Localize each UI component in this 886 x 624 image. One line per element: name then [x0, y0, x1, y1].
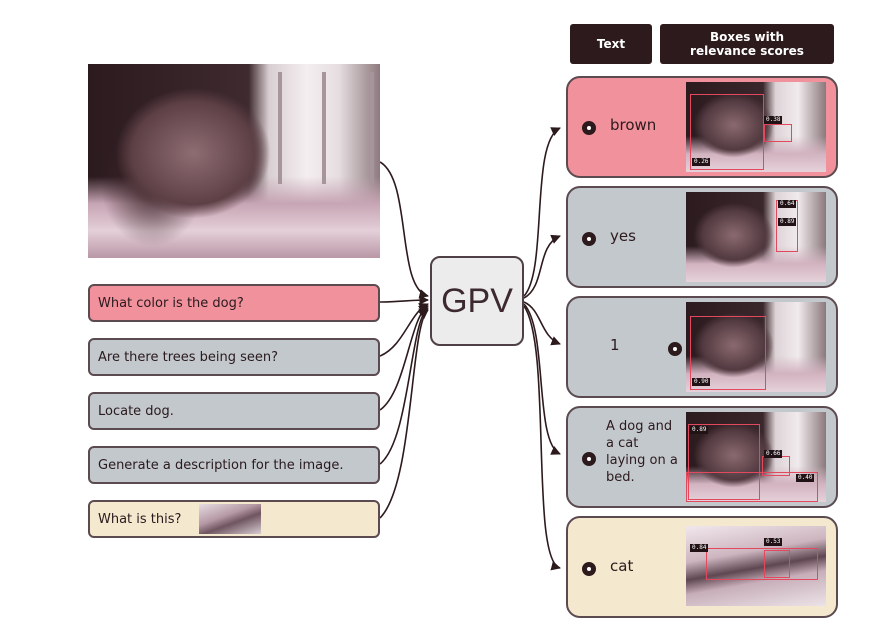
- bullet-icon: [582, 452, 596, 466]
- bullet-icon: [582, 562, 596, 576]
- answer-text: cat: [610, 557, 634, 575]
- relevance-score: 0.90: [692, 378, 711, 386]
- window-frame: [278, 72, 374, 184]
- question-text: What is this?: [98, 511, 182, 527]
- relevance-score: 0.26: [692, 158, 711, 166]
- header-text: Text: [570, 24, 652, 64]
- bullet-icon: [582, 121, 596, 135]
- output-card: A dog and a cat laying on a bed. 0.89 0.…: [566, 406, 838, 508]
- question-box: What color is the dog?: [88, 284, 380, 322]
- question-image-thumbnail: [199, 504, 262, 534]
- answer-image: 0.38 0.26: [686, 82, 826, 172]
- answer-text: brown: [610, 116, 657, 134]
- bullet-icon: [582, 232, 596, 246]
- arrow-q5-to-gpv: [379, 309, 429, 519]
- output-card: cat 0.84 0.53: [566, 516, 838, 618]
- bounding-box: [690, 94, 764, 170]
- relevance-score: 0.89: [778, 218, 797, 226]
- bullet-icon: [668, 342, 682, 356]
- answer-image: 0.64 0.89: [686, 192, 826, 282]
- question-box: What is this?: [88, 500, 380, 538]
- bounding-box: [688, 424, 760, 500]
- answer-image: 0.90: [686, 302, 826, 392]
- output-card: brown 0.38 0.26: [566, 76, 838, 178]
- arrow-gpv-to-out2: [523, 234, 561, 299]
- relevance-score: 0.38: [764, 116, 783, 124]
- bounding-box: [690, 316, 766, 390]
- arrow-gpv-to-out4: [523, 303, 561, 455]
- question-box: Generate a description for the image.: [88, 446, 380, 484]
- relevance-score: 0.89: [690, 426, 709, 434]
- header-boxes-label: Boxes with relevance scores: [690, 30, 804, 58]
- header-boxes: Boxes with relevance scores: [660, 24, 834, 64]
- gpv-model-node: GPV: [430, 256, 524, 346]
- question-box: Are there trees being seen?: [88, 338, 380, 376]
- header-text-label: Text: [596, 37, 626, 51]
- gpv-label: GPV: [441, 281, 513, 320]
- arrow-q3-to-gpv: [379, 305, 429, 411]
- arrow-image-to-gpv: [379, 161, 429, 299]
- arrow-gpv-to-out3: [523, 301, 561, 346]
- answer-image: 0.89 0.66 0.40: [686, 412, 826, 502]
- output-card: yes 0.64 0.89: [566, 186, 838, 288]
- output-card: 1 0.90: [566, 296, 838, 398]
- arrow-q2-to-gpv: [379, 303, 429, 357]
- arrow-q1-to-gpv: [379, 295, 429, 305]
- question-text: What color is the dog?: [98, 295, 244, 311]
- relevance-score: 0.64: [778, 200, 797, 208]
- bounding-box: [686, 472, 818, 502]
- arrow-q4-to-gpv: [379, 307, 429, 465]
- relevance-score: 0.66: [764, 450, 783, 458]
- arrow-gpv-to-out1: [523, 127, 561, 297]
- relevance-score: 0.84: [690, 544, 709, 552]
- bounding-box: [764, 124, 792, 142]
- question-text: Locate dog.: [98, 403, 174, 419]
- answer-text: 1: [610, 336, 620, 354]
- bounding-box: [764, 550, 790, 578]
- question-text: Generate a description for the image.: [98, 457, 344, 473]
- relevance-score: 0.40: [796, 474, 815, 482]
- answer-text: yes: [610, 227, 636, 245]
- question-box: Locate dog.: [88, 392, 380, 430]
- input-image-dog: [88, 64, 380, 258]
- answer-text: A dog and a cat laying on a bed.: [606, 419, 678, 485]
- arrow-gpv-to-out5: [523, 305, 561, 571]
- bounding-box: [706, 548, 818, 580]
- question-text: Are there trees being seen?: [98, 349, 279, 365]
- relevance-score: 0.53: [764, 538, 783, 546]
- answer-image: 0.84 0.53: [686, 526, 826, 606]
